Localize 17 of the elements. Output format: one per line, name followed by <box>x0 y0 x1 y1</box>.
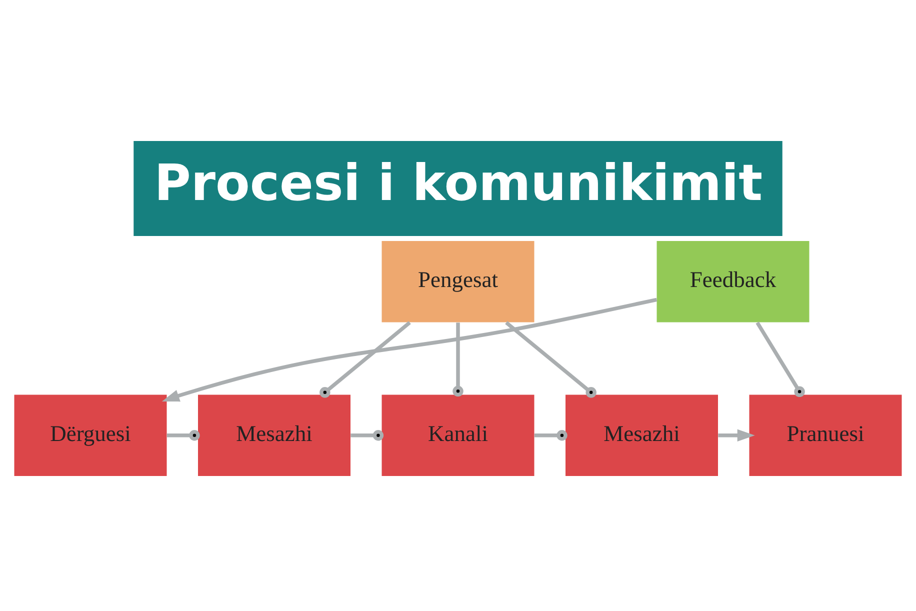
node-box: Pengesat <box>382 240 534 322</box>
node-box: Mesazhi <box>566 394 718 476</box>
node-box: Dërguesi <box>14 394 167 476</box>
diagram-title: Procesi i komunikimit <box>154 153 763 212</box>
connector <box>320 320 411 398</box>
node-box: Mesazhi <box>198 394 350 476</box>
arrow <box>162 297 658 402</box>
connector <box>350 430 384 440</box>
connector <box>452 322 464 396</box>
node-box: Feedback <box>656 240 810 322</box>
connector <box>756 321 805 397</box>
node-box: Kanali <box>382 394 534 476</box>
connector <box>505 320 596 398</box>
connector <box>534 430 568 440</box>
node-box: Pranuesi <box>749 394 902 476</box>
connector <box>166 430 200 440</box>
arrow <box>718 428 755 442</box>
